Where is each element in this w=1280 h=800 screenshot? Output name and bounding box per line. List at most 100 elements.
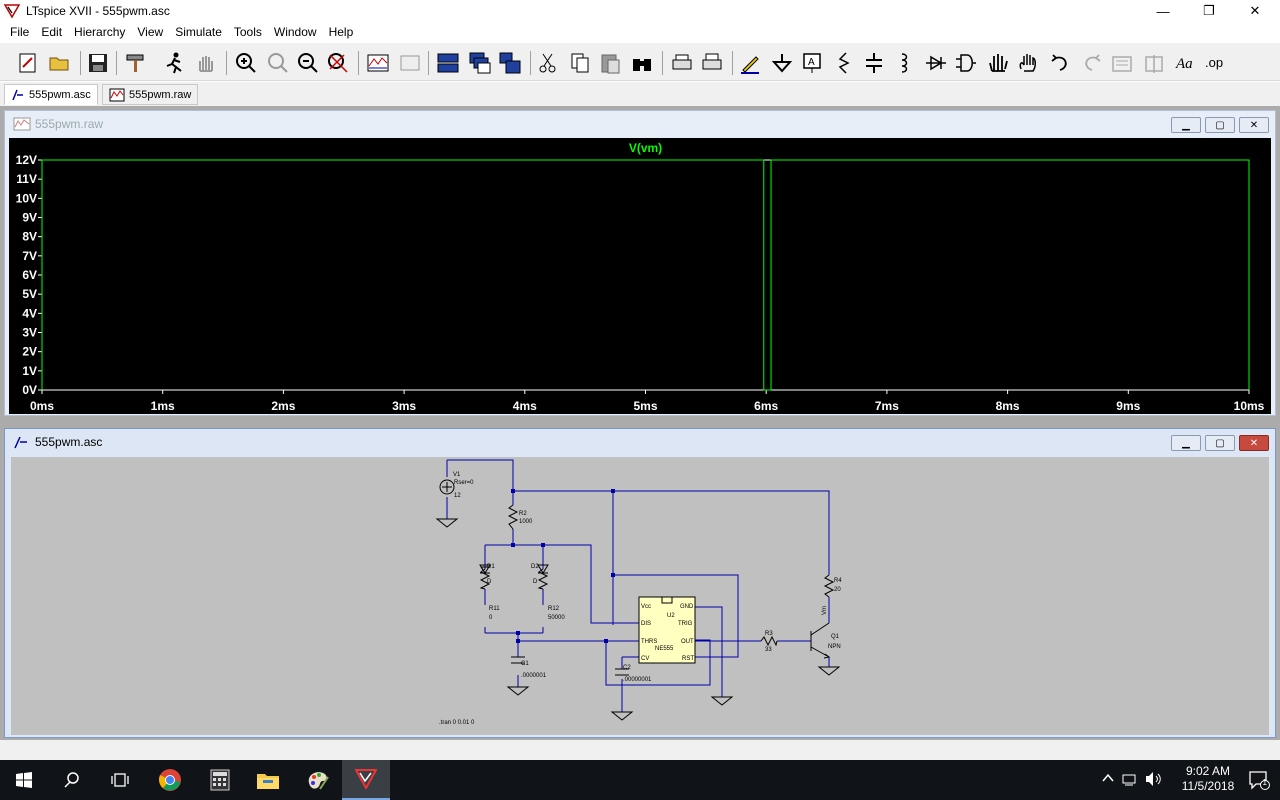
redo-icon[interactable] (1078, 49, 1106, 77)
waveform-window-titlebar[interactable]: 555pwm.raw (5, 111, 1275, 137)
taskbar-clock[interactable]: 9:02 AM 11/5/2018 (1178, 764, 1238, 794)
schematic-window-titlebar[interactable]: 555pwm.asc (5, 429, 1275, 455)
menu-window[interactable]: Window (273, 25, 317, 39)
new-schematic-icon[interactable] (14, 49, 42, 77)
schematic-canvas[interactable]: V1 Rser=0 12 R2 1000 D1 D D2 D R11 0 R12… (11, 457, 1269, 735)
window-title: LTspice XVII - 555pwm.asc (26, 4, 170, 18)
control-panel-hammer-icon[interactable] (122, 49, 150, 77)
c2-name: C2 (623, 665, 631, 671)
action-center-icon[interactable]: 1 (1248, 770, 1270, 790)
calculator-icon[interactable] (196, 760, 244, 800)
clock-time: 9:02 AM (1185, 764, 1231, 778)
tab-schematic[interactable]: 555pwm.asc (4, 84, 98, 105)
menu-edit[interactable]: Edit (41, 25, 63, 39)
ltspice-taskbar-icon[interactable] (342, 760, 390, 800)
label-net-icon[interactable]: A (798, 49, 826, 77)
pan-icon[interactable] (264, 49, 292, 77)
tab-waveform[interactable]: 555pwm.raw (102, 84, 199, 105)
zoom-full-icon[interactable] (324, 49, 352, 77)
maximize-button[interactable]: ❐ (1203, 3, 1215, 18)
waveform-window-title: 555pwm.raw (35, 117, 104, 131)
volume-icon[interactable] (1144, 771, 1162, 790)
copy-icon[interactable] (566, 49, 594, 77)
schematic-maximize-button[interactable]: ▢ (1205, 435, 1235, 451)
halt-hand-icon[interactable] (192, 49, 220, 77)
undo-icon[interactable] (1046, 49, 1074, 77)
net-label-vm: Vm (822, 606, 828, 615)
schematic-close-button[interactable]: ✕ (1239, 435, 1269, 451)
y-tick-label: 7V (22, 249, 37, 263)
print-setup-icon[interactable] (698, 49, 726, 77)
cascade-icon[interactable] (466, 49, 494, 77)
u2-pin-dis: DIS (641, 621, 651, 627)
task-view-icon[interactable] (96, 760, 144, 800)
schematic-window: 555pwm.asc ▁ ▢ ✕ (4, 428, 1276, 738)
y-tick-label: 10V (16, 191, 37, 205)
windows-start-icon[interactable] (0, 760, 48, 800)
show-hidden-icons-chevron-icon[interactable] (1102, 772, 1114, 786)
wires (446, 459, 830, 712)
run-simulation-icon[interactable] (160, 49, 188, 77)
menu-file[interactable]: File (10, 25, 30, 39)
draw-wire-pencil-icon[interactable] (736, 49, 764, 77)
c1-name: C1 (521, 661, 529, 667)
v1-value: 12 (454, 493, 461, 499)
move-hand-icon[interactable] (984, 49, 1012, 77)
schematic-window-icon (14, 436, 27, 449)
minimize-button[interactable]: — (1156, 3, 1170, 19)
spice-directive-icon[interactable]: .op (1202, 49, 1230, 77)
ground-icon[interactable] (768, 49, 796, 77)
text-icon[interactable]: Aa (1172, 49, 1200, 77)
tile-horizontal-icon[interactable] (434, 49, 462, 77)
c1-value: .0000001 (521, 673, 547, 679)
toolbar-separator (428, 51, 429, 75)
r3-value: 33 (765, 647, 772, 653)
u2-pin-rst: RST (682, 656, 694, 662)
drag-hand-icon[interactable] (1014, 49, 1042, 77)
menu-view[interactable]: View (137, 25, 164, 39)
x-tick-label: 0ms (30, 399, 54, 413)
paste-icon[interactable] (596, 49, 624, 77)
x-tick-label: 7ms (875, 399, 899, 413)
mirror-icon[interactable] (1140, 49, 1168, 77)
waveform-close-button[interactable]: ✕ (1239, 117, 1269, 133)
component-labels: V1 Rser=0 12 R2 1000 D1 D D2 D R11 0 R12… (439, 472, 842, 726)
inductor-icon[interactable] (890, 49, 918, 77)
schematic-window-title: 555pwm.asc (35, 435, 103, 449)
save-icon[interactable] (84, 49, 112, 77)
open-folder-icon[interactable] (46, 49, 74, 77)
waveform-minimize-button[interactable]: ▁ (1171, 117, 1201, 133)
r2-name: R2 (519, 511, 527, 517)
document-tabs: 555pwm.asc 555pwm.raw (0, 82, 1280, 106)
resistor-icon[interactable] (830, 49, 858, 77)
file-explorer-icon[interactable] (244, 760, 292, 800)
menu-hierarchy[interactable]: Hierarchy (74, 25, 126, 39)
menu-help[interactable]: Help (328, 25, 354, 39)
autorange-icon[interactable] (364, 49, 392, 77)
diode-icon[interactable] (922, 49, 950, 77)
print-icon[interactable] (668, 49, 696, 77)
search-icon[interactable] (48, 760, 96, 800)
close-button[interactable]: ✕ (1249, 3, 1261, 18)
capacitor-icon[interactable] (860, 49, 888, 77)
y-tick-label: 2V (22, 345, 37, 359)
fft-icon[interactable] (396, 49, 424, 77)
cut-icon[interactable] (534, 49, 562, 77)
component-icon[interactable] (952, 49, 980, 77)
chrome-icon[interactable] (146, 760, 194, 800)
network-icon[interactable] (1122, 772, 1138, 789)
tile-vertical-icon[interactable] (496, 49, 524, 77)
schematic-minimize-button[interactable]: ▁ (1171, 435, 1201, 451)
menu-tools[interactable]: Tools (233, 25, 262, 39)
paint-icon[interactable] (294, 760, 342, 800)
waveform-maximize-button[interactable]: ▢ (1205, 117, 1235, 133)
d1-value: D (487, 579, 492, 585)
find-binoculars-icon[interactable] (628, 49, 656, 77)
zoom-in-icon[interactable] (232, 49, 260, 77)
menu-simulate[interactable]: Simulate (175, 25, 222, 39)
status-bar (0, 740, 1280, 760)
zoom-out-icon[interactable] (294, 49, 322, 77)
rotate-icon[interactable] (1108, 49, 1136, 77)
